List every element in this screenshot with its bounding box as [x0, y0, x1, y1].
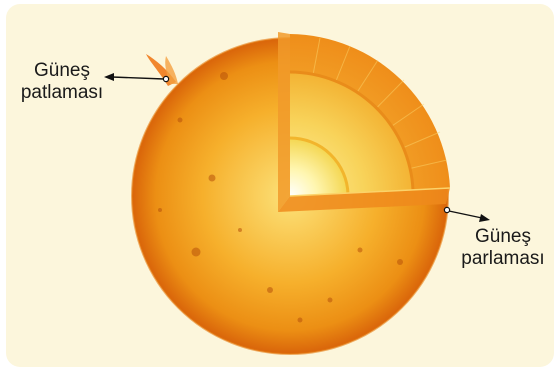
glow-pointer	[444, 207, 490, 222]
label-solar-glow-line2: parlaması	[453, 248, 553, 270]
label-solar-flare-line2: patlaması	[14, 82, 110, 104]
label-solar-flare-line1: Güneş	[14, 60, 110, 82]
label-solar-glow: Güneş parlaması	[453, 226, 553, 270]
label-solar-flare: Güneş patlaması	[14, 60, 110, 104]
label-solar-glow-line1: Güneş	[453, 226, 553, 248]
flare-pointer	[104, 73, 169, 82]
cutaway-wall-vertical	[278, 32, 290, 212]
